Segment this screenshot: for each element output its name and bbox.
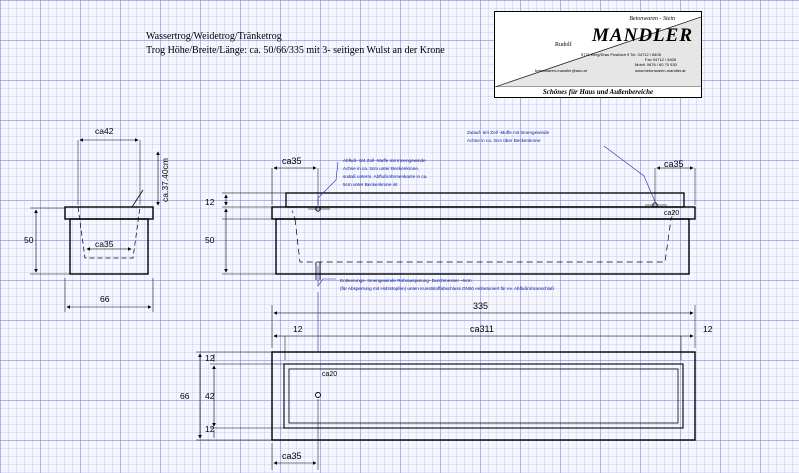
front-inner-length: ca311 bbox=[470, 324, 494, 334]
side-inner-width: ca35 bbox=[95, 239, 114, 249]
side-height: 50 bbox=[24, 235, 34, 245]
front-left-offset: ca35 bbox=[282, 156, 302, 166]
drawing-title: Wassertrog/Weidetrog/Tränketrog bbox=[146, 31, 282, 42]
plan-bottom-offset: ca35 bbox=[282, 451, 302, 461]
front-rim: 12 bbox=[205, 197, 215, 207]
side-overall-width: 66 bbox=[100, 294, 110, 304]
logo-fax: Fax 04712 / 8405 bbox=[645, 57, 677, 62]
front-overall-length: 335 bbox=[473, 301, 488, 311]
company-logo: Betonwaren - Stein Rudolf MANDLER 9771 B… bbox=[494, 11, 702, 98]
plan-drain-mark: ca20 bbox=[322, 371, 337, 378]
plan-wall-bottom: 12 bbox=[205, 424, 215, 434]
front-end-wall-left: 12 bbox=[293, 324, 303, 334]
leader-lines bbox=[317, 145, 657, 352]
inlet-note-2: Achse in ca. 3cm über Beckenkrone bbox=[467, 138, 541, 143]
logo-person: Rudolf bbox=[555, 42, 572, 48]
outlet-note-2: Achse in ca. 3cm unter Beckenkrone, bbox=[343, 166, 419, 171]
front-view bbox=[222, 166, 696, 360]
plan-wall-top: 12 bbox=[205, 353, 215, 363]
front-height: 50 bbox=[205, 235, 215, 245]
logo-mobile: Mobil: 0676 / 60 70 530 bbox=[635, 62, 677, 67]
outlet-note-4: 5cm unter Beckenkrone ist bbox=[343, 182, 398, 187]
drain-note-1: Entleerungs- Innengewinde Rohrausparung-… bbox=[340, 278, 472, 283]
plan-inner-width: 42 bbox=[205, 391, 215, 401]
outlet-note-1: Abfluß- 6/4 Zoll -Muffe mit Innengewinde bbox=[343, 158, 426, 163]
logo-brand: MANDLER bbox=[592, 25, 693, 46]
inlet-note-1: Zulauf- 6/4 Zoll -Muffe mit Innengewinde bbox=[467, 130, 550, 135]
drain-note-2: (für Absperrung mit Holzstopfen) unten K… bbox=[340, 286, 554, 291]
side-view bbox=[30, 138, 160, 312]
side-top-width: ca42 bbox=[95, 126, 114, 136]
front-drain-mark: ca20 bbox=[664, 210, 679, 217]
logo-email: betonwaren-mandler@aon.at bbox=[535, 68, 587, 73]
outlet-note-3: sodaß unterm. Abflußrohrmenkante in ca. bbox=[343, 174, 428, 179]
logo-slogan: Schönes für Haus und Außenbereiche bbox=[542, 88, 654, 96]
plan-overall-width: 66 bbox=[180, 391, 190, 401]
logo-wedge bbox=[495, 16, 701, 87]
logo-address: 9771 Berg/Drau Postfach 9 Tel. 04712 / 8… bbox=[581, 52, 661, 57]
side-rim-height: ca.37.40cm bbox=[160, 158, 170, 202]
front-end-wall-right: 12 bbox=[703, 324, 713, 334]
front-right-offset: ca35 bbox=[664, 159, 684, 169]
logo-tagline: Betonwaren - Stein bbox=[629, 16, 675, 22]
plan-view bbox=[196, 351, 696, 470]
drawing-subtitle: Trog Höhe/Breite/Länge: ca. 50/66/335 mi… bbox=[146, 45, 445, 56]
logo-web: www.betonwaren-mandler.at bbox=[635, 68, 686, 73]
